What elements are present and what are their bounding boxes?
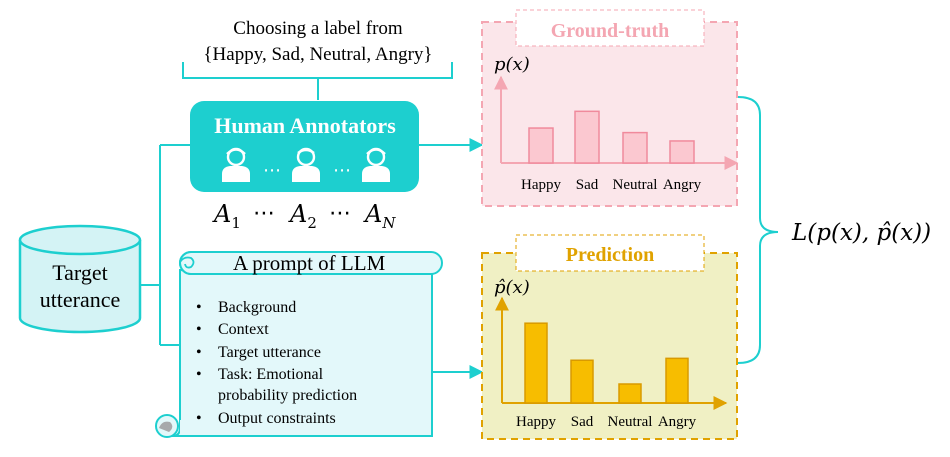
- groundtruth-bar-neutral: [622, 131, 648, 164]
- groundtruth-ylabel: p(x): [494, 54, 530, 75]
- bullet-marker-1: •: [196, 299, 202, 316]
- bullet-item-context: Context: [218, 321, 269, 338]
- bullet-item-task-line-1: Task: Emotional: [218, 366, 324, 383]
- bullet-marker-2: •: [196, 321, 202, 338]
- instruction-bracket: [182, 62, 453, 100]
- annotator-label-2-sub: 2: [307, 214, 317, 232]
- annotator-icon-1: [222, 147, 250, 182]
- prediction-bar-happy: [524, 322, 548, 404]
- prediction-tick-label-sad: Sad: [571, 414, 594, 430]
- prediction-tick-label-neutral: Neutral: [608, 414, 653, 430]
- groundtruth-panel: [481, 21, 738, 207]
- annotator-icon-2: [292, 147, 320, 182]
- prompt-bullet-list: • Background • Context • Target utteranc…: [196, 299, 357, 427]
- annotator-label-2-base: A: [288, 200, 307, 228]
- prediction-ylabel: p̂(x): [494, 277, 530, 298]
- prediction-title: Prediction: [566, 244, 655, 266]
- annotator-ellipsis-1: ⋯: [263, 160, 281, 181]
- prediction-tick-label-angry: Angry: [658, 414, 697, 430]
- annotator-label-n-base: A: [363, 200, 382, 228]
- prompt-scroll: [155, 251, 443, 438]
- prediction-chart: Happy Sad Neutral Angry: [495, 296, 728, 430]
- bullet-item-output-constraints: Output constraints: [218, 410, 336, 427]
- target-utterance-line-2: utterance: [40, 287, 121, 312]
- groundtruth-bar-happy: [528, 127, 554, 164]
- annotator-label-1-sub: 1: [231, 214, 241, 232]
- groundtruth-title-box: [515, 9, 705, 47]
- prediction-bar-neutral: [618, 383, 642, 404]
- prediction-bar-angry: [665, 357, 689, 404]
- prediction-tick-label-happy: Happy: [516, 414, 556, 430]
- annotator-label-ellipsis-2: ⋯: [329, 201, 351, 226]
- annotator-icon-3: [362, 147, 390, 182]
- annotator-label-ellipsis-1: ⋯: [253, 201, 275, 226]
- annotator-label-1-base: A: [212, 200, 231, 228]
- annotator-label-n: AN: [363, 200, 396, 232]
- groundtruth-tick-label-neutral: Neutral: [613, 177, 658, 193]
- groundtruth-bar-sad: [574, 110, 600, 164]
- bullet-marker-4: •: [196, 366, 202, 383]
- instruction-line-1: Choosing a label from: [233, 18, 403, 39]
- bullet-item-background: Background: [218, 299, 296, 316]
- target-utterance-line-1: Target: [52, 260, 107, 285]
- instruction-line-2: {Happy, Sad, Neutral, Angry}: [203, 44, 432, 65]
- groundtruth-chart: Happy Sad Neutral Angry: [494, 75, 739, 193]
- connector-cylinder-to-branches: [140, 145, 161, 345]
- groundtruth-bar-angry: [669, 140, 695, 164]
- annotator-label-n-sub: N: [381, 214, 396, 232]
- prompt-title: A prompt of LLM: [233, 251, 386, 275]
- bullet-marker-3: •: [196, 344, 202, 361]
- target-utterance-cylinder: [18, 224, 142, 334]
- groundtruth-title: Ground-truth: [551, 20, 670, 42]
- annotator-label-2: A2: [288, 200, 317, 232]
- groundtruth-tick-label-sad: Sad: [576, 177, 599, 193]
- groundtruth-tick-label-happy: Happy: [521, 177, 561, 193]
- prediction-bar-sad: [570, 359, 594, 404]
- bullet-item-target-utterance: Target utterance: [218, 344, 321, 361]
- prediction-title-box: [515, 234, 705, 272]
- loss-brace: [737, 96, 779, 364]
- loss-formula: L(p(x), p̂(x)): [791, 220, 931, 246]
- bullet-marker-5: •: [196, 410, 202, 427]
- annotator-ellipsis-2: ⋯: [333, 160, 351, 181]
- annotator-label-1: A1: [212, 200, 241, 232]
- groundtruth-tick-label-angry: Angry: [663, 177, 702, 193]
- bullet-item-task-line-2: probability prediction: [218, 387, 357, 404]
- human-annotators-title: Human Annotators: [214, 113, 396, 138]
